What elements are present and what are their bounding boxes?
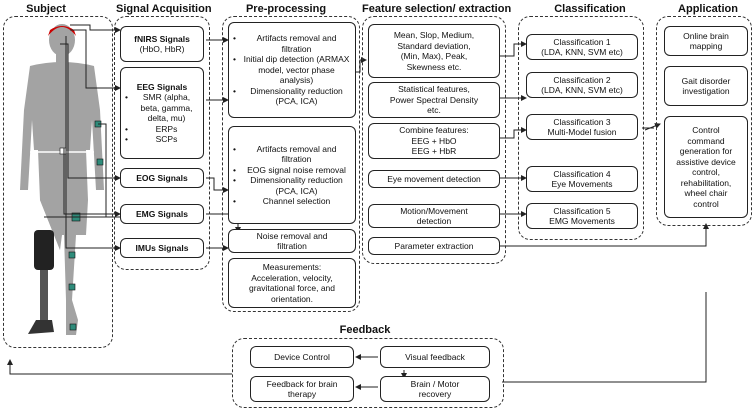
fnirs-pre-item: Dimensionality reduction (PCA, ICA) [233,86,352,107]
eog-title: EOG Signals [136,172,188,183]
fnirs-pre-item: Initial dip detection (ARMAX model, vect… [233,54,352,86]
eeg-item: ERPs [125,124,200,135]
fnirs-title: fNIRS Signals [134,33,190,44]
human-figure-illustration [20,24,104,335]
imu-signals-box: IMUs Signals [120,238,204,258]
fnirs-pre-item: Artifacts removal and filtration [233,33,352,54]
eeg-item: SMR (alpha, beta, gamma, delta, mu) [125,92,200,124]
fnirs-sub: (HbO, HbR) [139,44,185,54]
classification-5-box: Classification 5 EMG Movements [526,203,638,229]
classification-2-box: Classification 2 (LDA, KNN, SVM etc) [526,72,638,98]
eye-movement-detection-box: Eye movement detection [368,170,500,188]
eog-signals-box: EOG Signals [120,168,204,188]
brain-motor-recovery-box: Brain / Motor recovery [380,376,490,402]
application-panel [656,16,752,226]
eeg-signals-box: EEG Signals SMR (alpha, beta, gamma, del… [120,67,204,159]
visual-feedback-box: Visual feedback [380,346,490,368]
eeg-pre-item: Artifacts removal and filtration [233,144,352,165]
feedback-panel [232,338,504,408]
header-feedback: Feedback [339,324,391,336]
header-signal-acquisition: Signal Acquisition [116,3,212,15]
header-classification: Classification [554,3,626,15]
eeg-pre-item: EOG signal noise removal [233,165,352,176]
imu-title: IMUs Signals [135,242,189,253]
feature-panel [362,16,506,264]
eeg-preprocessing-box: Artifacts removal and filtration EOG sig… [228,126,356,224]
eeg-pre-item: Channel selection [233,196,352,207]
parameter-extraction-box: Parameter extraction [368,237,500,255]
classification-3-box: Classification 3 Multi-Model fusion [526,114,638,140]
header-pre-processing: Pre-processing [245,3,327,15]
control-command-box: Control command generation for assistive… [664,116,748,218]
classification-4-box: Classification 4 Eye Movements [526,166,638,192]
gait-disorder-box: Gait disorder investigation [664,66,748,106]
emg-signals-box: EMG Signals [120,204,204,224]
noise-removal-box: Noise removal and filtration [228,229,356,253]
online-brain-mapping-box: Online brain mapping [664,26,748,56]
classification-panel [518,16,644,240]
motion-detection-box: Motion/Movement detection [368,204,500,228]
combine-features-box: Combine features: EEG + HbO EEG + HbR [368,123,500,159]
spectral-features-box: Statistical features, Power Spectral Den… [368,82,500,118]
signal-acquisition-panel [114,16,210,270]
eeg-pre-item: Dimensionality reduction (PCA, ICA) [233,175,352,196]
header-feature: Feature selection/ extraction [362,3,512,15]
device-control-box: Device Control [250,346,354,368]
classification-1-box: Classification 1 (LDA, KNN, SVM etc) [526,34,638,60]
header-application: Application [678,3,738,15]
pre-processing-panel [222,16,360,312]
eeg-title: EEG Signals [136,81,188,92]
fnirs-signals-box: fNIRS Signals (HbO, HbR) [120,26,204,62]
subject-panel [3,16,113,348]
header-subject: Subject [26,3,66,15]
emg-title: EMG Signals [136,208,188,219]
eeg-item: SCPs [125,134,200,145]
brain-therapy-box: Feedback for brain therapy [250,376,354,402]
fnirs-preprocessing-box: Artifacts removal and filtration Initial… [228,22,356,118]
measurements-box: Measurements: Acceleration, velocity, gr… [228,258,356,308]
statistical-features-box: Mean, Slop, Medium, Standard deviation, … [368,24,500,78]
